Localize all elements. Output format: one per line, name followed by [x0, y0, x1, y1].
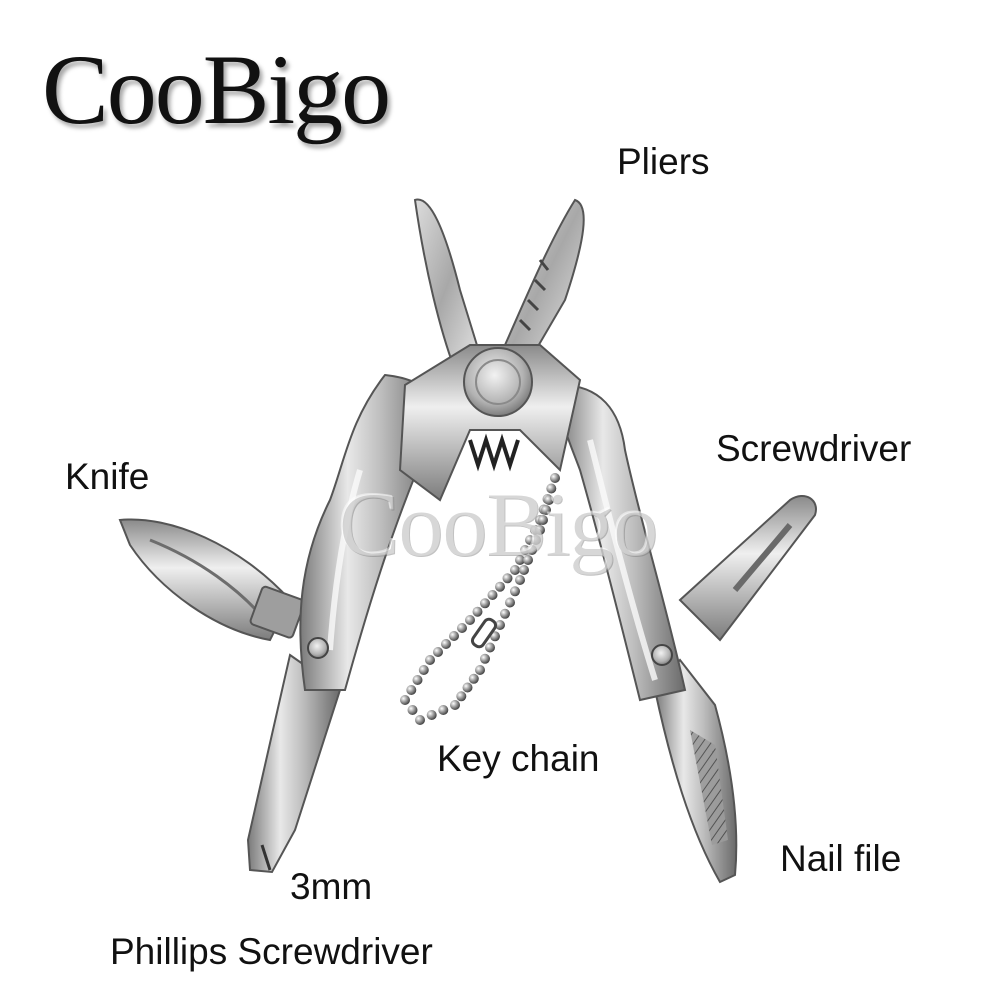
spring	[468, 433, 520, 472]
chain-bead	[480, 598, 490, 609]
chain-bead	[495, 581, 505, 592]
chain-bead	[531, 535, 541, 545]
key-chain	[400, 473, 560, 725]
chain-bead	[468, 673, 479, 684]
label-phillips-screwdriver: Phillips Screwdriver	[110, 931, 433, 972]
chain-bead	[457, 623, 467, 633]
chain-bead	[520, 545, 530, 555]
chain-bead	[495, 620, 505, 630]
chain-bead	[412, 675, 423, 685]
chain-bead	[523, 555, 533, 565]
knife-blade	[118, 518, 306, 642]
label-nail-file: Nail file	[780, 838, 902, 879]
chain-bead	[449, 631, 459, 641]
chain-bead	[407, 705, 418, 715]
chain-bead	[456, 691, 467, 702]
chain-bead	[546, 483, 557, 494]
chain-bead	[485, 642, 495, 653]
chain-bead	[500, 608, 510, 619]
chain-bead	[487, 590, 498, 600]
nail-file-blade	[653, 658, 738, 884]
label-pliers: Pliers	[617, 141, 710, 182]
chain-bead	[465, 615, 475, 625]
chain-bead	[425, 655, 435, 665]
right-handle	[557, 383, 687, 702]
chain-bead	[544, 495, 554, 505]
watermark: CooBigo	[338, 473, 658, 575]
chain-bead	[441, 639, 451, 649]
chain-bead	[535, 525, 545, 535]
label-knife: Knife	[65, 456, 150, 497]
chain-bead	[510, 586, 520, 597]
chain-bead	[462, 682, 473, 693]
chain-bead	[415, 715, 425, 725]
chain-bead	[433, 647, 443, 657]
chain-bead	[400, 695, 410, 705]
chain-bead	[406, 685, 417, 695]
chain-bead	[515, 575, 525, 585]
chain-bead	[472, 606, 483, 617]
chain-bead	[480, 653, 490, 664]
chain-bead	[502, 573, 513, 584]
chain-bead	[527, 545, 537, 555]
label-key-chain: Key chain	[437, 738, 600, 779]
chain-bead	[519, 565, 529, 575]
chain-bead	[538, 515, 548, 525]
chain-bead	[426, 710, 437, 720]
chain-bead	[475, 665, 485, 675]
brand-logo: CooBigo	[42, 34, 391, 145]
pliers-pivot-block	[398, 344, 582, 502]
chain-bead	[515, 555, 525, 565]
chain-bead	[510, 565, 520, 575]
chain-bead	[438, 705, 449, 715]
chain-bead	[541, 505, 551, 515]
chain-bead	[450, 700, 460, 710]
chain-bead	[505, 597, 515, 608]
label-screwdriver: Screwdriver	[716, 428, 912, 469]
label-3mm: 3mm	[290, 866, 373, 907]
chain-clasp	[470, 617, 498, 649]
chain-bead	[418, 665, 429, 675]
flat-screwdriver-blade	[678, 495, 817, 642]
chain-bead	[550, 473, 560, 483]
